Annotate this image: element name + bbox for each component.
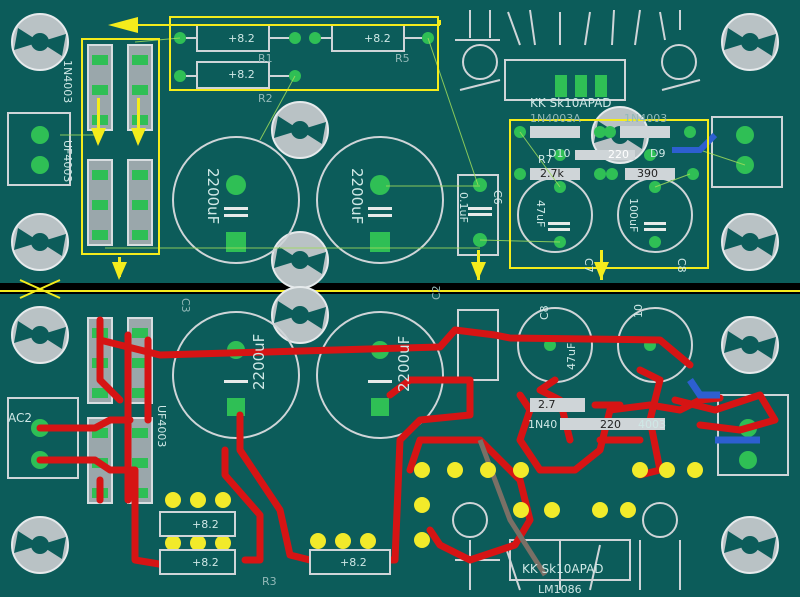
mounting-hole <box>721 213 779 271</box>
diode <box>127 159 153 246</box>
regulator-pads <box>555 75 607 97</box>
small-parts-top-right <box>514 126 699 180</box>
mounting-holes <box>11 13 779 574</box>
mounting-hole <box>271 101 329 159</box>
cap-symbols <box>224 207 666 383</box>
blue-trace <box>687 378 760 444</box>
copper-traces-bottom <box>36 316 779 569</box>
mounting-hole <box>11 516 69 574</box>
cross-mark <box>19 279 61 299</box>
highlight-boxes <box>81 16 709 269</box>
resistors-bottom <box>159 398 665 575</box>
diode <box>87 159 113 246</box>
mounting-hole <box>11 13 69 71</box>
cap-pads <box>226 175 661 416</box>
mounting-hole <box>721 516 779 574</box>
mounting-hole <box>11 306 69 364</box>
heatsink-top <box>455 9 701 101</box>
mounting-hole <box>721 316 779 374</box>
resistors-top <box>174 24 434 89</box>
mounting-hole <box>271 286 329 344</box>
mounting-hole <box>11 213 69 271</box>
board-divider <box>0 283 800 294</box>
highlight-arrows <box>91 17 609 280</box>
blue-trace-top <box>672 132 718 153</box>
yellow-pads-bottom <box>165 462 703 551</box>
mounting-hole <box>721 13 779 71</box>
mounting-hole <box>271 231 329 289</box>
cut-line <box>0 290 800 292</box>
